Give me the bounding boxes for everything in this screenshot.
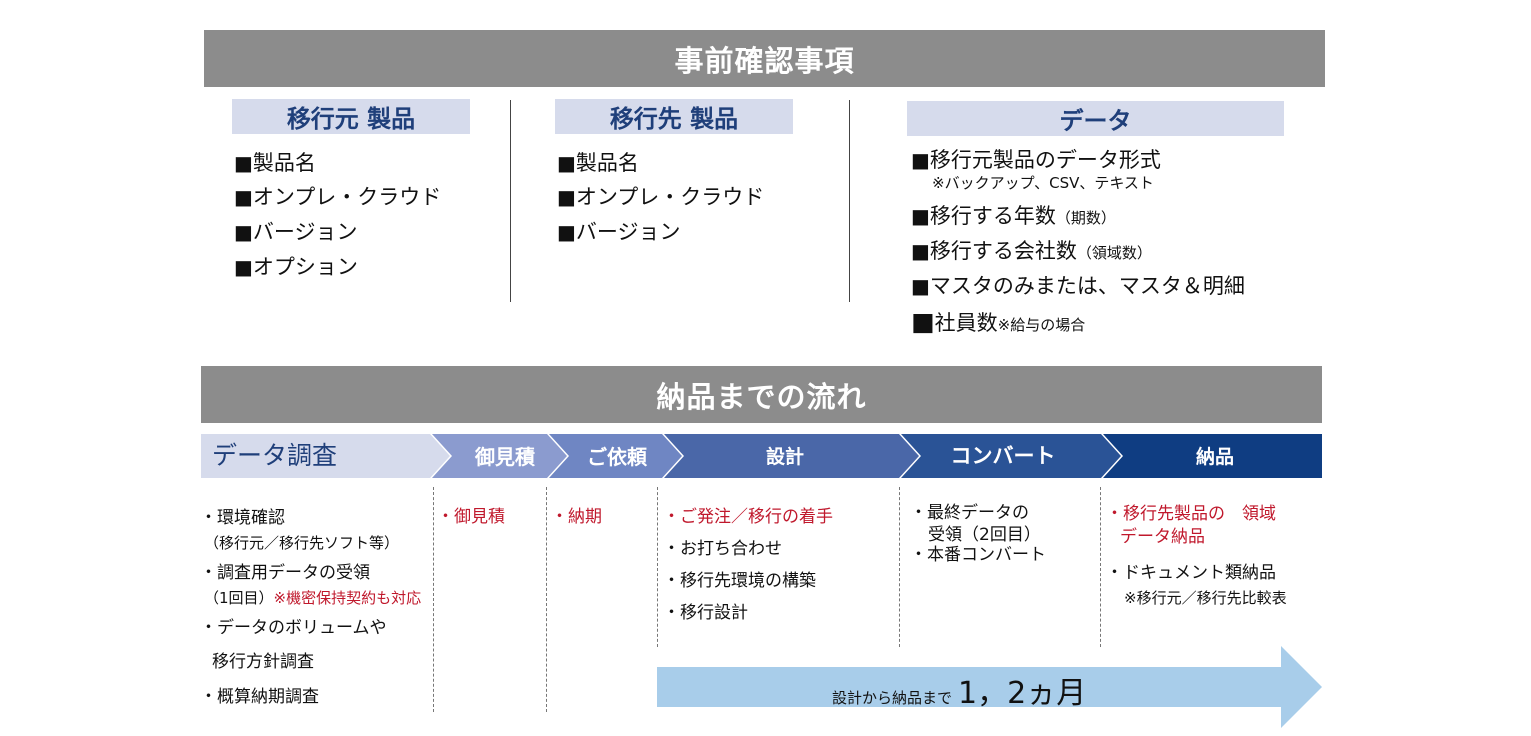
data-header: データ — [907, 101, 1284, 136]
step-divider — [433, 487, 434, 712]
step-label: データ調査 — [212, 441, 337, 470]
step-divider — [1100, 487, 1101, 647]
step-detail: ・調査用データの受領 — [200, 563, 370, 583]
step-label: 納品 — [1196, 445, 1234, 468]
step-detail-sub: （移行元／移行先ソフト等） — [204, 534, 400, 552]
square-bullet-icon: ■ — [911, 239, 930, 263]
step-detail: ・お打ち合わせ — [663, 539, 782, 559]
checklist-item: ■移行する年数（期数） — [911, 204, 1116, 228]
step-detail: ・本番コンバート — [910, 545, 1046, 565]
step-data-survey-shape — [201, 434, 450, 478]
step-detail: ・概算納期調査 — [200, 687, 319, 707]
square-bullet-icon: ■ — [557, 185, 576, 209]
duration-value: 1，2ヵ月 — [958, 676, 1087, 711]
checklist-item: ■社員数※給与の場合 — [911, 307, 1086, 336]
flow-banner: 納品までの流れ — [201, 366, 1322, 423]
column-divider — [510, 100, 511, 302]
step-label: コンバート — [951, 444, 1056, 468]
step-detail: ・ドキュメント類納品 — [1106, 563, 1276, 583]
step-detail: 受領（2回目） — [928, 525, 1041, 545]
step-request-shape — [549, 434, 682, 478]
step-design-shape — [664, 434, 919, 478]
square-bullet-icon: ■ — [911, 307, 935, 336]
square-bullet-icon: ■ — [911, 274, 930, 298]
step-detail-sub: （1回目）※機密保持契約も対応 — [204, 589, 422, 607]
square-bullet-icon: ■ — [234, 185, 253, 209]
step-detail: ・納期 — [551, 507, 602, 527]
step-label: 御見積 — [474, 445, 536, 469]
checklist-item: ■移行元製品のデータ形式 — [911, 148, 1161, 172]
step-quote-shape — [432, 434, 567, 478]
step-detail: ・最終データの — [910, 503, 1029, 523]
square-bullet-icon: ■ — [234, 220, 253, 244]
square-bullet-icon: ■ — [234, 151, 253, 175]
checklist-item: ■移行する会社数（領域数） — [911, 239, 1152, 263]
duration-label: 設計から納品まで 1，2ヵ月 — [832, 668, 1086, 712]
step-label: 設計 — [766, 445, 804, 468]
square-bullet-icon: ■ — [234, 255, 253, 279]
step-detail-note: ※移行元／移行先比較表 — [1124, 589, 1287, 607]
precheck-banner: 事前確認事項 — [204, 30, 1325, 87]
step-convert-shape — [901, 434, 1121, 478]
checklist-item: ■マスタのみまたは、マスタ＆明細 — [911, 274, 1245, 298]
checklist-item: ■オンプレ・クラウド — [557, 185, 765, 209]
source-product-header: 移行元 製品 — [232, 99, 470, 134]
checklist-item: ■製品名 — [557, 151, 639, 175]
step-divider — [899, 487, 900, 647]
checklist-item: ■オプション — [234, 255, 358, 279]
column-divider — [849, 100, 850, 302]
step-detail: ・データのボリュームや — [200, 618, 387, 638]
step-detail: ・ご発注／移行の着手 — [663, 507, 833, 527]
checklist-item: ■オンプレ・クラウド — [234, 185, 442, 209]
square-bullet-icon: ■ — [911, 204, 930, 228]
duration-arrow — [657, 646, 1322, 728]
step-delivery-shape — [1103, 434, 1322, 478]
step-detail: ・移行設計 — [663, 603, 748, 623]
step-divider — [546, 487, 547, 712]
square-bullet-icon: ■ — [557, 151, 576, 175]
step-label: ご依頼 — [587, 445, 648, 469]
step-detail: ・移行先環境の構築 — [663, 571, 816, 591]
step-detail: ・御見積 — [437, 507, 505, 527]
square-bullet-icon: ■ — [557, 220, 576, 244]
checklist-item: ■バージョン — [557, 220, 681, 244]
step-detail: 移行方針調査 — [212, 652, 314, 672]
checklist-item: ■バージョン — [234, 220, 358, 244]
step-divider — [657, 487, 658, 647]
square-bullet-icon: ■ — [911, 148, 930, 172]
step-detail: ・移行先製品の 領域 — [1106, 504, 1276, 524]
checklist-note: ※バックアップ、CSV、テキスト — [932, 174, 1154, 192]
target-product-header: 移行先 製品 — [555, 99, 793, 134]
checklist-item: ■製品名 — [234, 151, 316, 175]
step-detail: ・環境確認 — [200, 508, 285, 528]
step-detail: データ納品 — [1120, 527, 1205, 547]
